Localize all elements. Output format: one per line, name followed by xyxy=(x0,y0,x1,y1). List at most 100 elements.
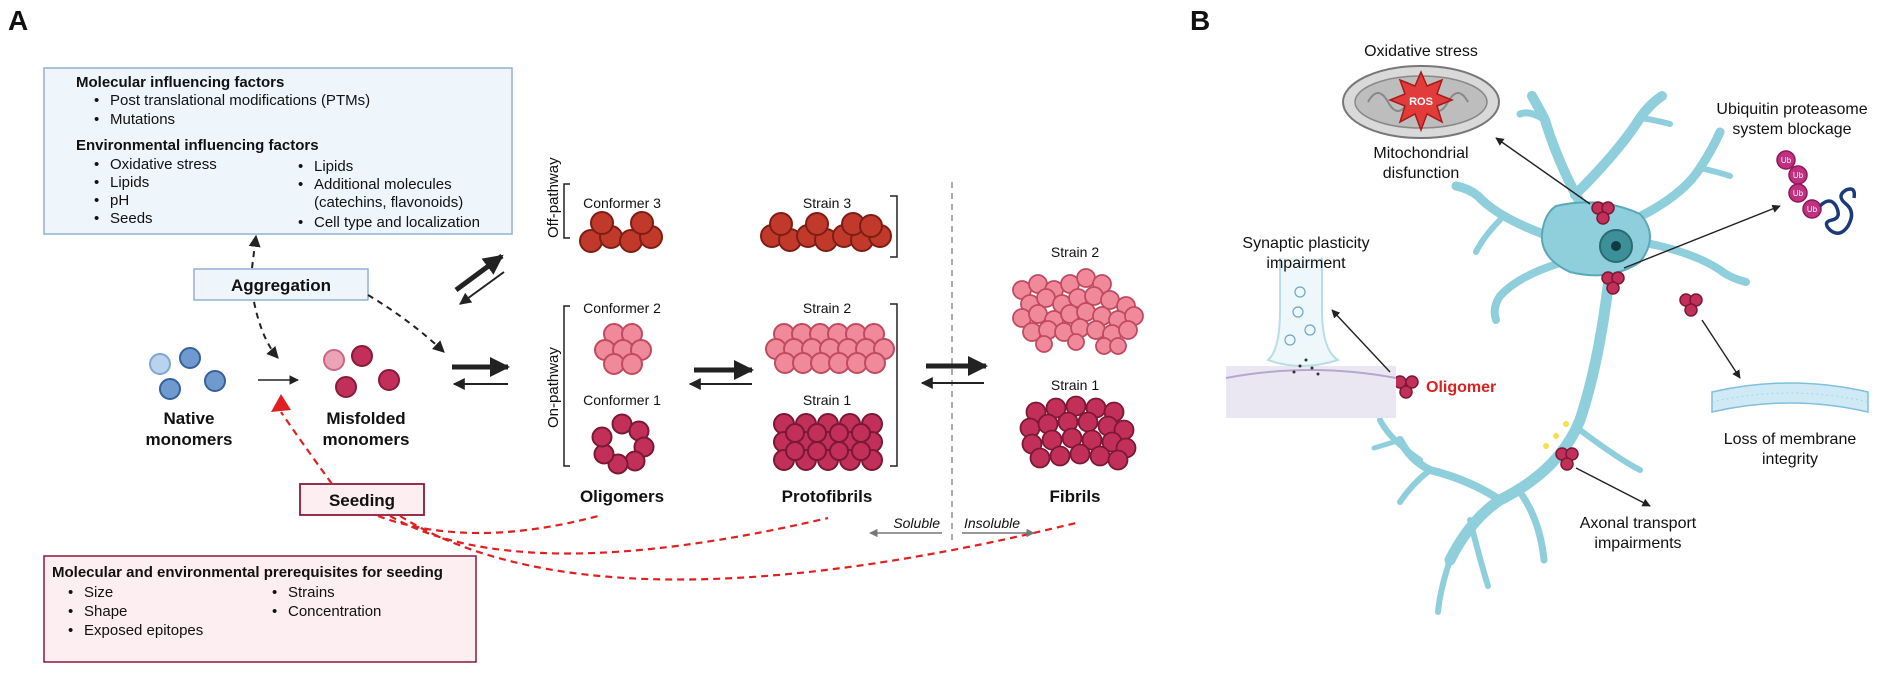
arrow-to-axonal xyxy=(1575,467,1651,507)
oligomer-label: Oligomer xyxy=(1426,379,1496,396)
on-pathway-strain-bracket xyxy=(890,303,898,467)
env-factor: Additional molecules xyxy=(314,176,452,193)
molecular-factor: Mutations xyxy=(110,111,175,128)
bullet: • xyxy=(298,214,303,231)
bullet: • xyxy=(94,111,99,128)
conformer-1 xyxy=(591,413,655,475)
on-pathway-bracket xyxy=(563,305,570,467)
bullet: • xyxy=(68,622,73,639)
synaptic-label: Synaptic plasticity xyxy=(1242,235,1369,252)
off-pathway-label: Off-pathway xyxy=(545,157,562,238)
seeding-arrowhead xyxy=(271,394,291,412)
misfolded-label: Misfolded xyxy=(326,409,405,428)
env-factor: Seeds xyxy=(110,210,153,227)
conformer-2 xyxy=(594,323,652,375)
bullet: • xyxy=(94,156,99,173)
synaptic-label: impairment xyxy=(1266,255,1346,272)
protofibril-strain-1 xyxy=(773,413,883,471)
ubiquitin-chain-icon: Ub Ub Ub Ub xyxy=(1776,150,1857,235)
fibril-strain-2 xyxy=(1012,268,1144,355)
seeding-box xyxy=(299,483,425,516)
env-factor: Oxidative stress xyxy=(110,156,217,173)
dashed-arrow-to-misfolded xyxy=(253,301,279,359)
membrane-label: Loss of membrane xyxy=(1724,431,1857,448)
svg-text:Ub: Ub xyxy=(1793,171,1804,180)
conformer-2-label: Conformer 2 xyxy=(583,300,661,316)
svg-text:Ub: Ub xyxy=(1793,189,1804,198)
protofibril-strain-3 xyxy=(760,212,892,252)
seeding-oligomers-line xyxy=(377,514,599,535)
bullet: • xyxy=(94,192,99,209)
env-factor: Lipids xyxy=(110,174,149,191)
native-label: Native xyxy=(163,409,214,428)
fibril-strain-2-label: Strain 2 xyxy=(1051,244,1099,260)
synapse-icon xyxy=(1225,258,1397,418)
on-pathway-label: On-pathway xyxy=(545,347,562,428)
bullet: • xyxy=(298,176,303,193)
ros-burst-icon xyxy=(1387,70,1455,133)
mito-label: Mitochondrial xyxy=(1373,145,1468,162)
arrow-to-membrane xyxy=(1701,319,1741,379)
seeding-prereq-title: Molecular and environmental prerequisite… xyxy=(52,564,443,581)
native-monomers xyxy=(149,347,226,400)
stage-protofibrils: Protofibrils xyxy=(782,487,873,506)
prereq: Size xyxy=(84,584,113,601)
fibril-strain-1-label: Strain 1 xyxy=(1051,377,1099,393)
mitochondrion-icon: ROS xyxy=(1342,65,1500,139)
bullet: • xyxy=(298,158,303,175)
molecular-factors-title: Molecular influencing factors xyxy=(76,74,284,91)
misfolded-label: monomers xyxy=(323,430,410,449)
seeding-protofibrils-line xyxy=(389,515,829,555)
env-factor: (catechins, flavonoids) xyxy=(314,194,463,211)
ubiquitin-label: Ubiquitin proteasome xyxy=(1716,101,1867,118)
environmental-factors-title: Environmental influencing factors xyxy=(76,137,319,154)
strain-3-bracket xyxy=(890,195,898,258)
seeding-fibrils-line xyxy=(399,515,1081,581)
insoluble-label: Insoluble xyxy=(964,515,1020,531)
conformer-3 xyxy=(579,211,663,253)
svg-text:Ub: Ub xyxy=(1781,156,1792,165)
aggregation-box xyxy=(193,268,369,301)
prereq: Exposed epitopes xyxy=(84,622,203,639)
stage-oligomers: Oligomers xyxy=(580,487,664,506)
aggregation-label: Aggregation xyxy=(231,276,331,295)
seeding-to-misfolded-line xyxy=(280,411,333,485)
bullet: • xyxy=(94,210,99,227)
misfolded-monomers xyxy=(323,345,400,398)
dashed-arrow-to-oligomers xyxy=(367,294,445,353)
env-factor: Cell type and localization xyxy=(314,214,480,231)
arrow-to-ubiquitin xyxy=(1623,204,1781,269)
bullet: • xyxy=(272,584,277,601)
off-pathway-reverse-arrow xyxy=(459,271,505,305)
proto-strain-3-label: Strain 3 xyxy=(803,195,851,211)
bullet: • xyxy=(94,174,99,191)
fibril-strain-1 xyxy=(1019,395,1137,471)
molecular-factor: Post translational modifications (PTMs) xyxy=(110,92,370,109)
proto-strain-1-label: Strain 1 xyxy=(803,392,851,408)
arrow-to-mito xyxy=(1495,137,1591,205)
oxidative-stress-label: Oxidative stress xyxy=(1364,43,1478,60)
off-pathway-bracket xyxy=(563,183,570,239)
bullet: • xyxy=(94,92,99,109)
panel-a-letter: A xyxy=(8,5,28,36)
native-label: monomers xyxy=(146,430,233,449)
conformer-3-label: Conformer 3 xyxy=(583,195,661,211)
ubiquitin-label: system blockage xyxy=(1732,121,1851,138)
bullet: • xyxy=(68,603,73,620)
prereq: Strains xyxy=(288,584,335,601)
bullet: • xyxy=(68,584,73,601)
bullet: • xyxy=(272,603,277,620)
proto-strain-2-label: Strain 2 xyxy=(803,300,851,316)
stage-fibrils: Fibrils xyxy=(1049,487,1100,506)
panel-b-letter: B xyxy=(1190,5,1210,36)
prereq: Concentration xyxy=(288,603,381,620)
arrow-to-synapse xyxy=(1331,309,1391,373)
dashed-arrow-to-factors xyxy=(248,234,261,269)
axonal-label: impairments xyxy=(1594,535,1681,552)
conformer-1-label: Conformer 1 xyxy=(583,392,661,408)
oligomer-cluster xyxy=(1393,201,1703,471)
influencing-factors-box xyxy=(43,67,513,235)
membrane-label: integrity xyxy=(1762,451,1818,468)
